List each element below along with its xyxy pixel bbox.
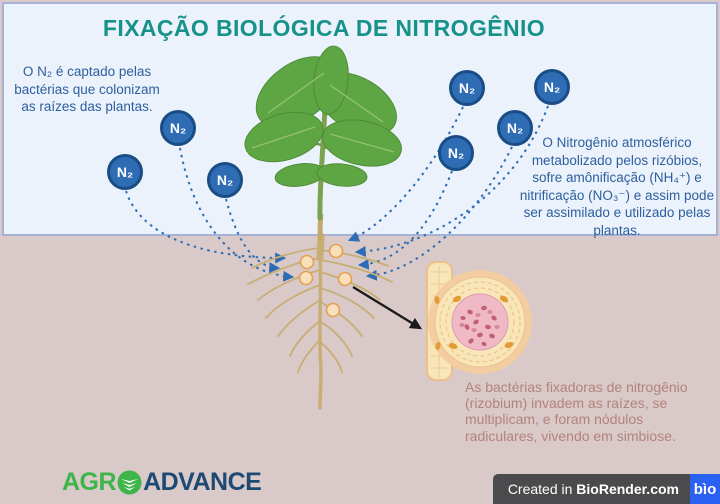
n2-molecule: N₂ (207, 162, 243, 198)
n2-molecule: N₂ (160, 110, 196, 146)
biorender-credit-bar: Created in BioRender.com bìo (492, 474, 720, 504)
n2-molecule: N₂ (497, 110, 533, 146)
biorender-logo-badge: bìo (690, 474, 720, 504)
agroadvance-logo: AGR ADVANCE (62, 468, 262, 497)
credit-text: Created in BioRender.com (507, 481, 679, 497)
note-n2-uptake: O N₂ é captado pelas bactérias que colon… (14, 64, 160, 115)
plant-illustration (244, 45, 402, 241)
pointer-arrow (352, 285, 423, 330)
root-nodules (298, 243, 353, 318)
leaf-circle-icon (117, 470, 142, 495)
page-title: FIXAÇÃO BIOLÓGICA DE NITROGÊNIO (102, 15, 546, 41)
n2-molecule: N₂ (449, 70, 485, 106)
n2-molecule: N₂ (438, 135, 474, 171)
nodule-cross-section (426, 261, 532, 381)
infected-cells (434, 295, 514, 350)
root-system (247, 232, 393, 410)
logo-text-agr: AGR (62, 468, 117, 496)
n2-molecule: N₂ (107, 154, 143, 190)
n2-molecule: N₂ (534, 69, 570, 105)
note-nodule-formation: As bactérias fixadoras de nitrogênio (ri… (465, 379, 688, 444)
logo-text-advance: ADVANCE (143, 468, 262, 496)
note-nitrogen-metabolism: O Nitrogênio atmosférico metabolizado pe… (519, 135, 715, 238)
